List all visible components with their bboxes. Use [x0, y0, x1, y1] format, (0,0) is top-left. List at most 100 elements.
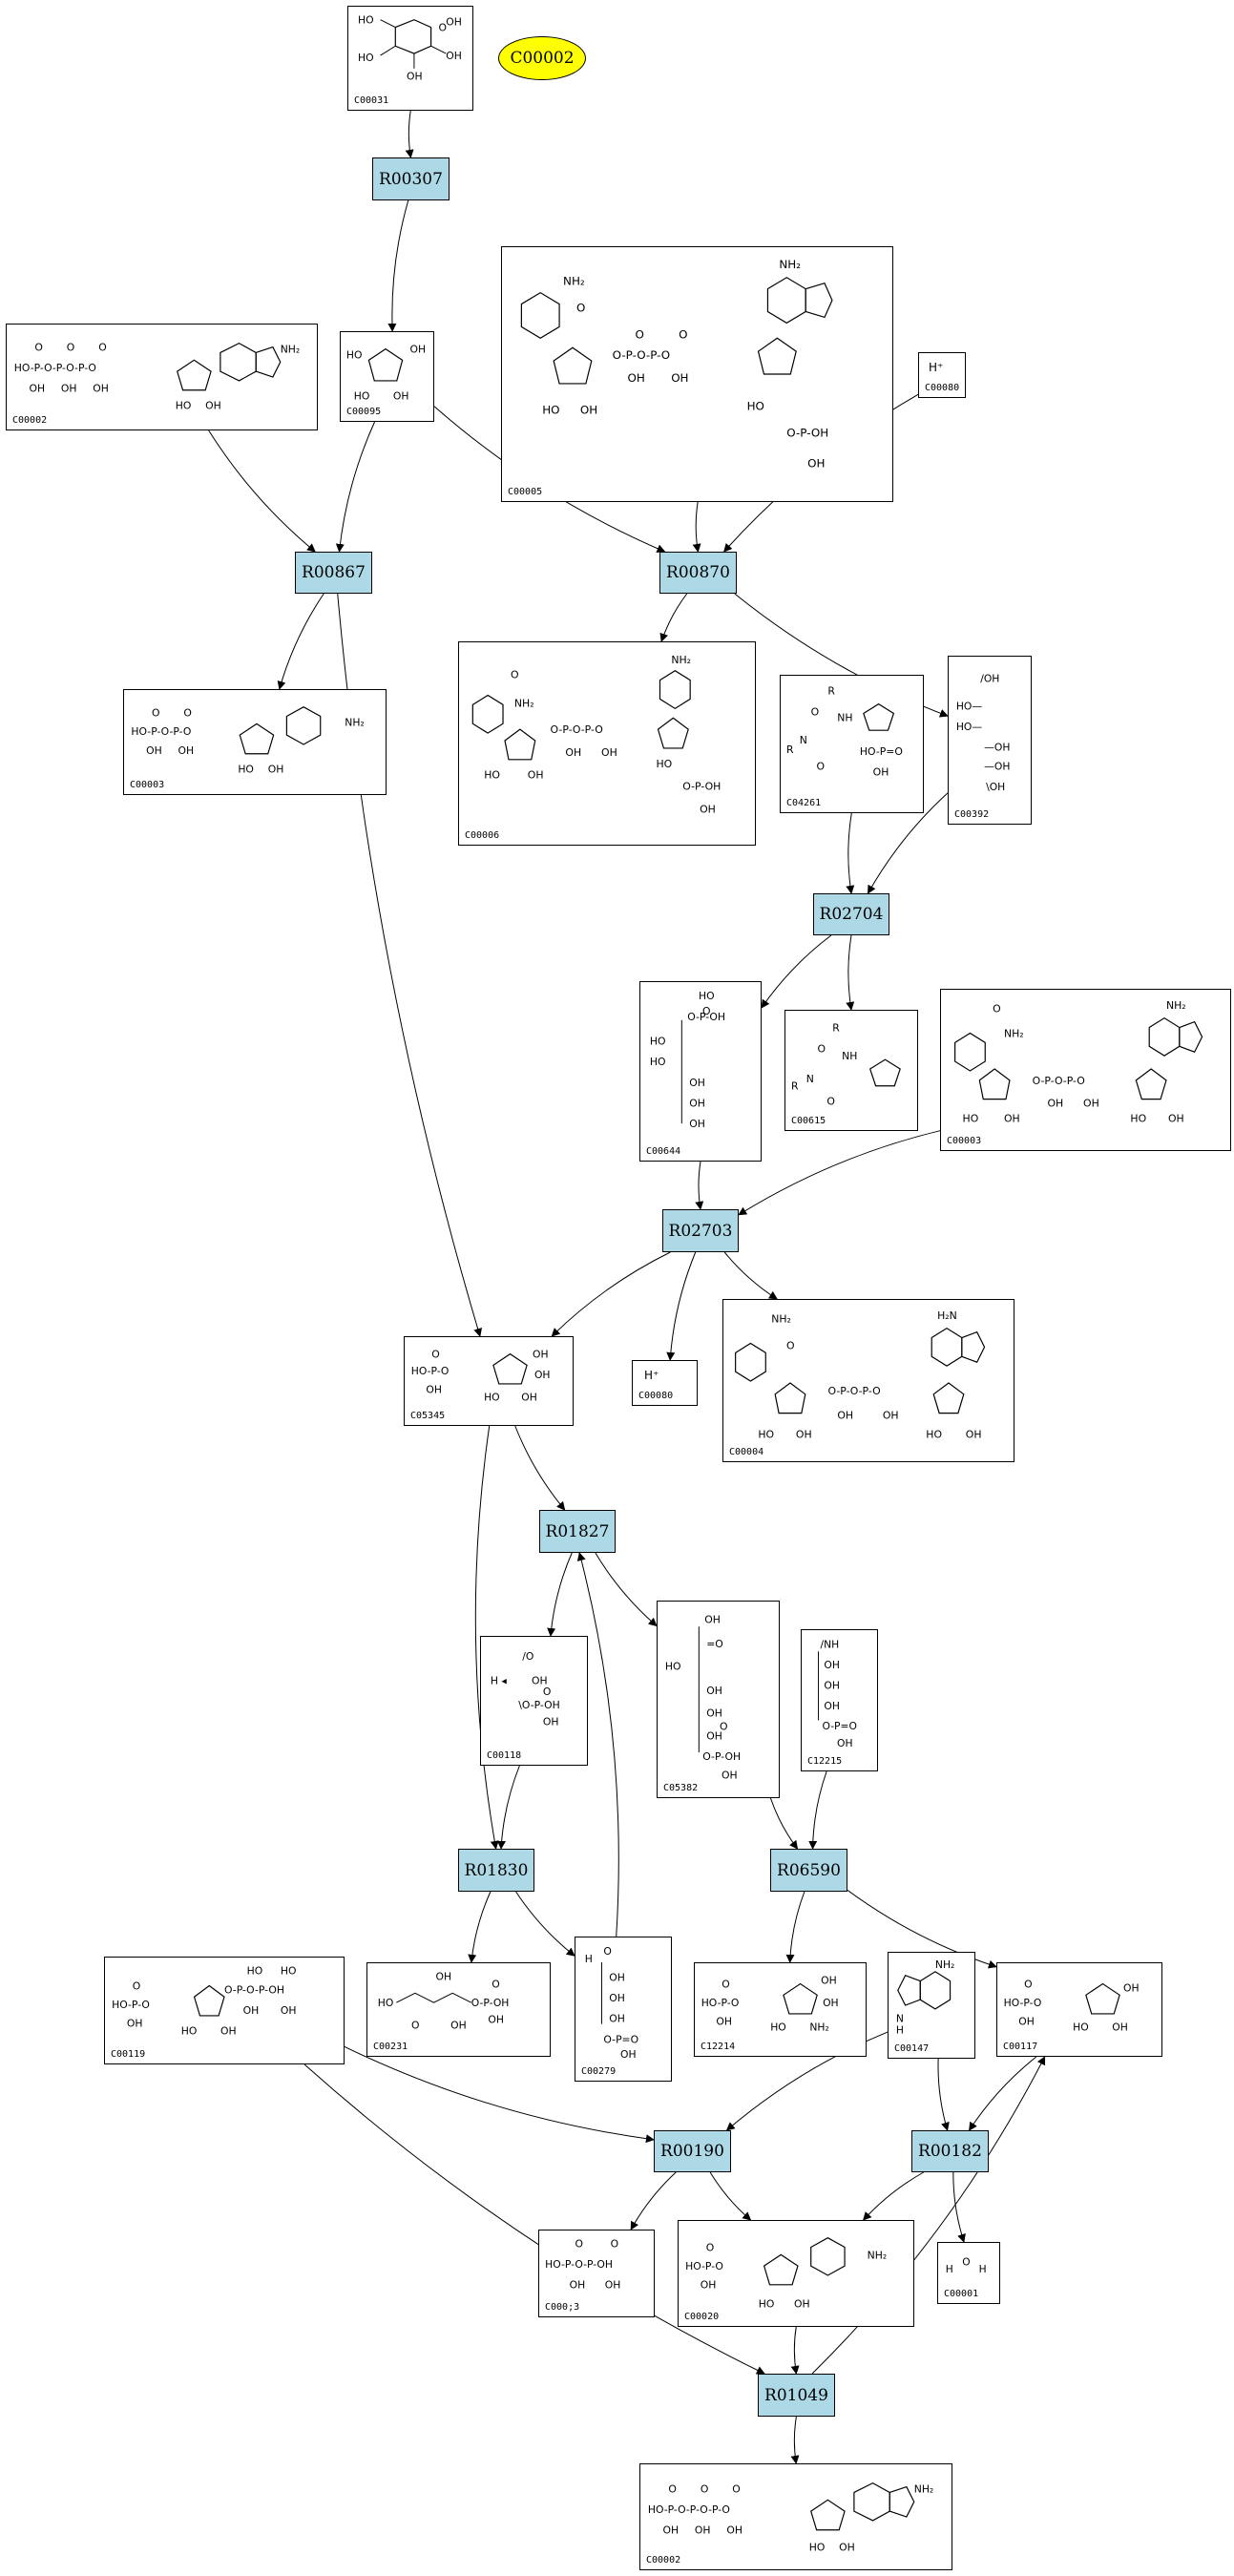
- compound-id: C00231: [373, 2042, 408, 2052]
- compound-id: C12215: [807, 1756, 843, 1767]
- edge-arrow: [515, 1891, 575, 1957]
- compound-id: C00003: [130, 780, 165, 790]
- svg-text:NH₂: NH₂: [345, 716, 365, 728]
- svg-text:/OH: /OH: [980, 672, 999, 684]
- svg-text:HO: HO: [378, 1997, 394, 2009]
- svg-text:O: O: [826, 1095, 835, 1107]
- svg-text:OH: OH: [1123, 1981, 1140, 1994]
- svg-text:O: O: [438, 22, 447, 34]
- svg-text:OH: OH: [821, 1975, 837, 1987]
- svg-text:N: N: [800, 734, 807, 746]
- edge-arrow: [808, 1770, 827, 1850]
- svg-text:OH: OH: [1112, 2021, 1128, 2034]
- svg-text:OH: OH: [601, 746, 617, 759]
- svg-text:—OH: —OH: [984, 760, 1010, 772]
- reaction-node[interactable]: R01827: [539, 1510, 616, 1553]
- svg-text:HO: HO: [1073, 2021, 1089, 2034]
- svg-text:O-P-OH: O-P-OH: [682, 781, 721, 793]
- svg-text:O: O: [575, 2238, 583, 2251]
- svg-text:HO: HO: [650, 1056, 666, 1068]
- edge-arrow: [790, 2326, 800, 2375]
- compound-box[interactable]: H⁺ C00080: [632, 1360, 698, 1406]
- svg-text:O-P-OH: O-P-OH: [786, 427, 828, 440]
- reaction-node[interactable]: R01830: [458, 1849, 534, 1892]
- svg-text:OH: OH: [580, 404, 597, 417]
- svg-text:OH: OH: [716, 2016, 732, 2028]
- reaction-node[interactable]: R00870: [659, 552, 737, 594]
- reaction-node[interactable]: R00190: [654, 2130, 731, 2172]
- svg-text:OH: OH: [205, 399, 221, 411]
- svg-text:O-P-O-P-O: O-P-O-P-O: [613, 348, 670, 362]
- reaction-id: R02703: [668, 1221, 733, 1241]
- compound-id: C00002: [646, 2555, 681, 2566]
- edge-arrow: [514, 1425, 566, 1511]
- svg-text:OH: OH: [243, 2004, 260, 2017]
- compound-box[interactable]: O HO OH OH HO OH C00031: [347, 6, 473, 111]
- edge-arrow: [969, 2056, 1037, 2131]
- svg-text:O-P-O-P-O: O-P-O-P-O: [551, 723, 603, 736]
- svg-text:N: N: [806, 1073, 814, 1085]
- reaction-node[interactable]: R00182: [911, 2130, 989, 2172]
- svg-text:OH: OH: [565, 746, 581, 759]
- compound-id: C00118: [487, 1750, 522, 1761]
- mannitol-1-phosphate-structure-icon: HOO O-P-OH HO HO OH OH OH: [650, 990, 725, 1130]
- edge-arrow: [846, 934, 855, 1011]
- svg-text:OH: OH: [706, 1729, 722, 1742]
- compound-id: C00080: [638, 1391, 674, 1401]
- compound-box[interactable]: H⁺ C00080: [918, 352, 966, 398]
- svg-text:OH: OH: [722, 1770, 738, 1782]
- svg-text:OH: OH: [609, 2013, 625, 2025]
- svg-text:OH: OH: [488, 2014, 504, 2026]
- reaction-node[interactable]: R06590: [770, 1849, 847, 1892]
- compound-box[interactable]: /OH HO— HO— —OH —OH \OH C00392: [948, 656, 1032, 825]
- reaction-node[interactable]: R02703: [662, 1209, 739, 1252]
- reaction-node[interactable]: R01049: [758, 2374, 835, 2417]
- svg-text:OH: OH: [1004, 1112, 1020, 1124]
- edge-arrow: [952, 2171, 966, 2243]
- svg-text:OH: OH: [570, 2279, 586, 2292]
- compound-id: C04261: [786, 798, 822, 808]
- highlight-ellipse[interactable]: C00002: [498, 36, 586, 80]
- svg-text:NH: NH: [842, 1050, 857, 1062]
- svg-text:R: R: [827, 685, 835, 698]
- reaction-node[interactable]: R00307: [372, 157, 450, 200]
- reaction-id: R01830: [464, 1860, 529, 1880]
- reaction-node[interactable]: R00867: [295, 552, 372, 594]
- svg-text:HO-P-O-P-OH: HO-P-O-P-OH: [545, 2258, 613, 2271]
- edge-arrow: [335, 421, 376, 553]
- reaction-node[interactable]: R02704: [813, 893, 889, 935]
- svg-text:OH: OH: [450, 2020, 467, 2032]
- edge-arrow: [576, 1552, 619, 1937]
- svg-text:OH: OH: [823, 1997, 839, 2009]
- edge-arrow: [723, 1251, 778, 1300]
